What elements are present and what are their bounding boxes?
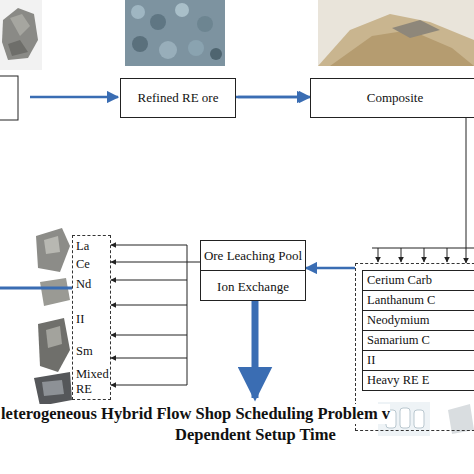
metal-name: La (76, 239, 110, 254)
product-name: Cerium Carb (363, 271, 474, 291)
metal-name: II (76, 312, 110, 327)
product-name: Lanthanum C (363, 291, 474, 311)
product-name: Samarium C (363, 331, 474, 351)
distribution-bracket (372, 248, 474, 262)
metal-name: Ce (76, 257, 110, 272)
flow-connector (111, 262, 200, 263)
flow-connector (306, 267, 355, 270)
product-name: II (363, 351, 474, 371)
problem-title: leterogeneous Hybrid Flow Shop Schedulin… (1, 404, 390, 424)
problem-arrow (252, 301, 259, 398)
raw-ore-photo (0, 0, 42, 70)
composite-ore-photo (318, 0, 474, 66)
product-name: Heavy RE E (363, 371, 474, 390)
flow-connector (236, 96, 310, 99)
process-box: Refined RE ore (120, 78, 236, 118)
input-arrow (30, 96, 118, 99)
metal-name: Mixed RE (76, 367, 110, 397)
metal-name: Sm (76, 344, 110, 359)
box-label: Ore Leaching Pool (201, 248, 305, 263)
flow-connector (466, 118, 467, 263)
metal-name: Nd (76, 277, 110, 292)
output-line (0, 287, 72, 290)
cropped-box (0, 76, 18, 120)
refined-ore-photo (125, 0, 225, 66)
metal-group-box: LaCeNdII SmMixed RE (72, 235, 111, 400)
box-label: Ion Exchange (201, 279, 305, 294)
product-table: Cerium CarbLanthanum CNeodymiumSamarium … (362, 270, 474, 391)
box-label: Refined RE ore (121, 90, 235, 105)
fan-out-arrows (111, 245, 187, 385)
process-box: Ore Leaching PoolIon Exchange (200, 240, 306, 301)
problem-title: Dependent Setup Time (175, 425, 336, 445)
box-label: Composite (311, 90, 474, 105)
product-name: Neodymium (363, 311, 474, 331)
box-divider (201, 270, 305, 271)
metal-photos (34, 228, 72, 406)
process-box: Composite (310, 78, 474, 118)
